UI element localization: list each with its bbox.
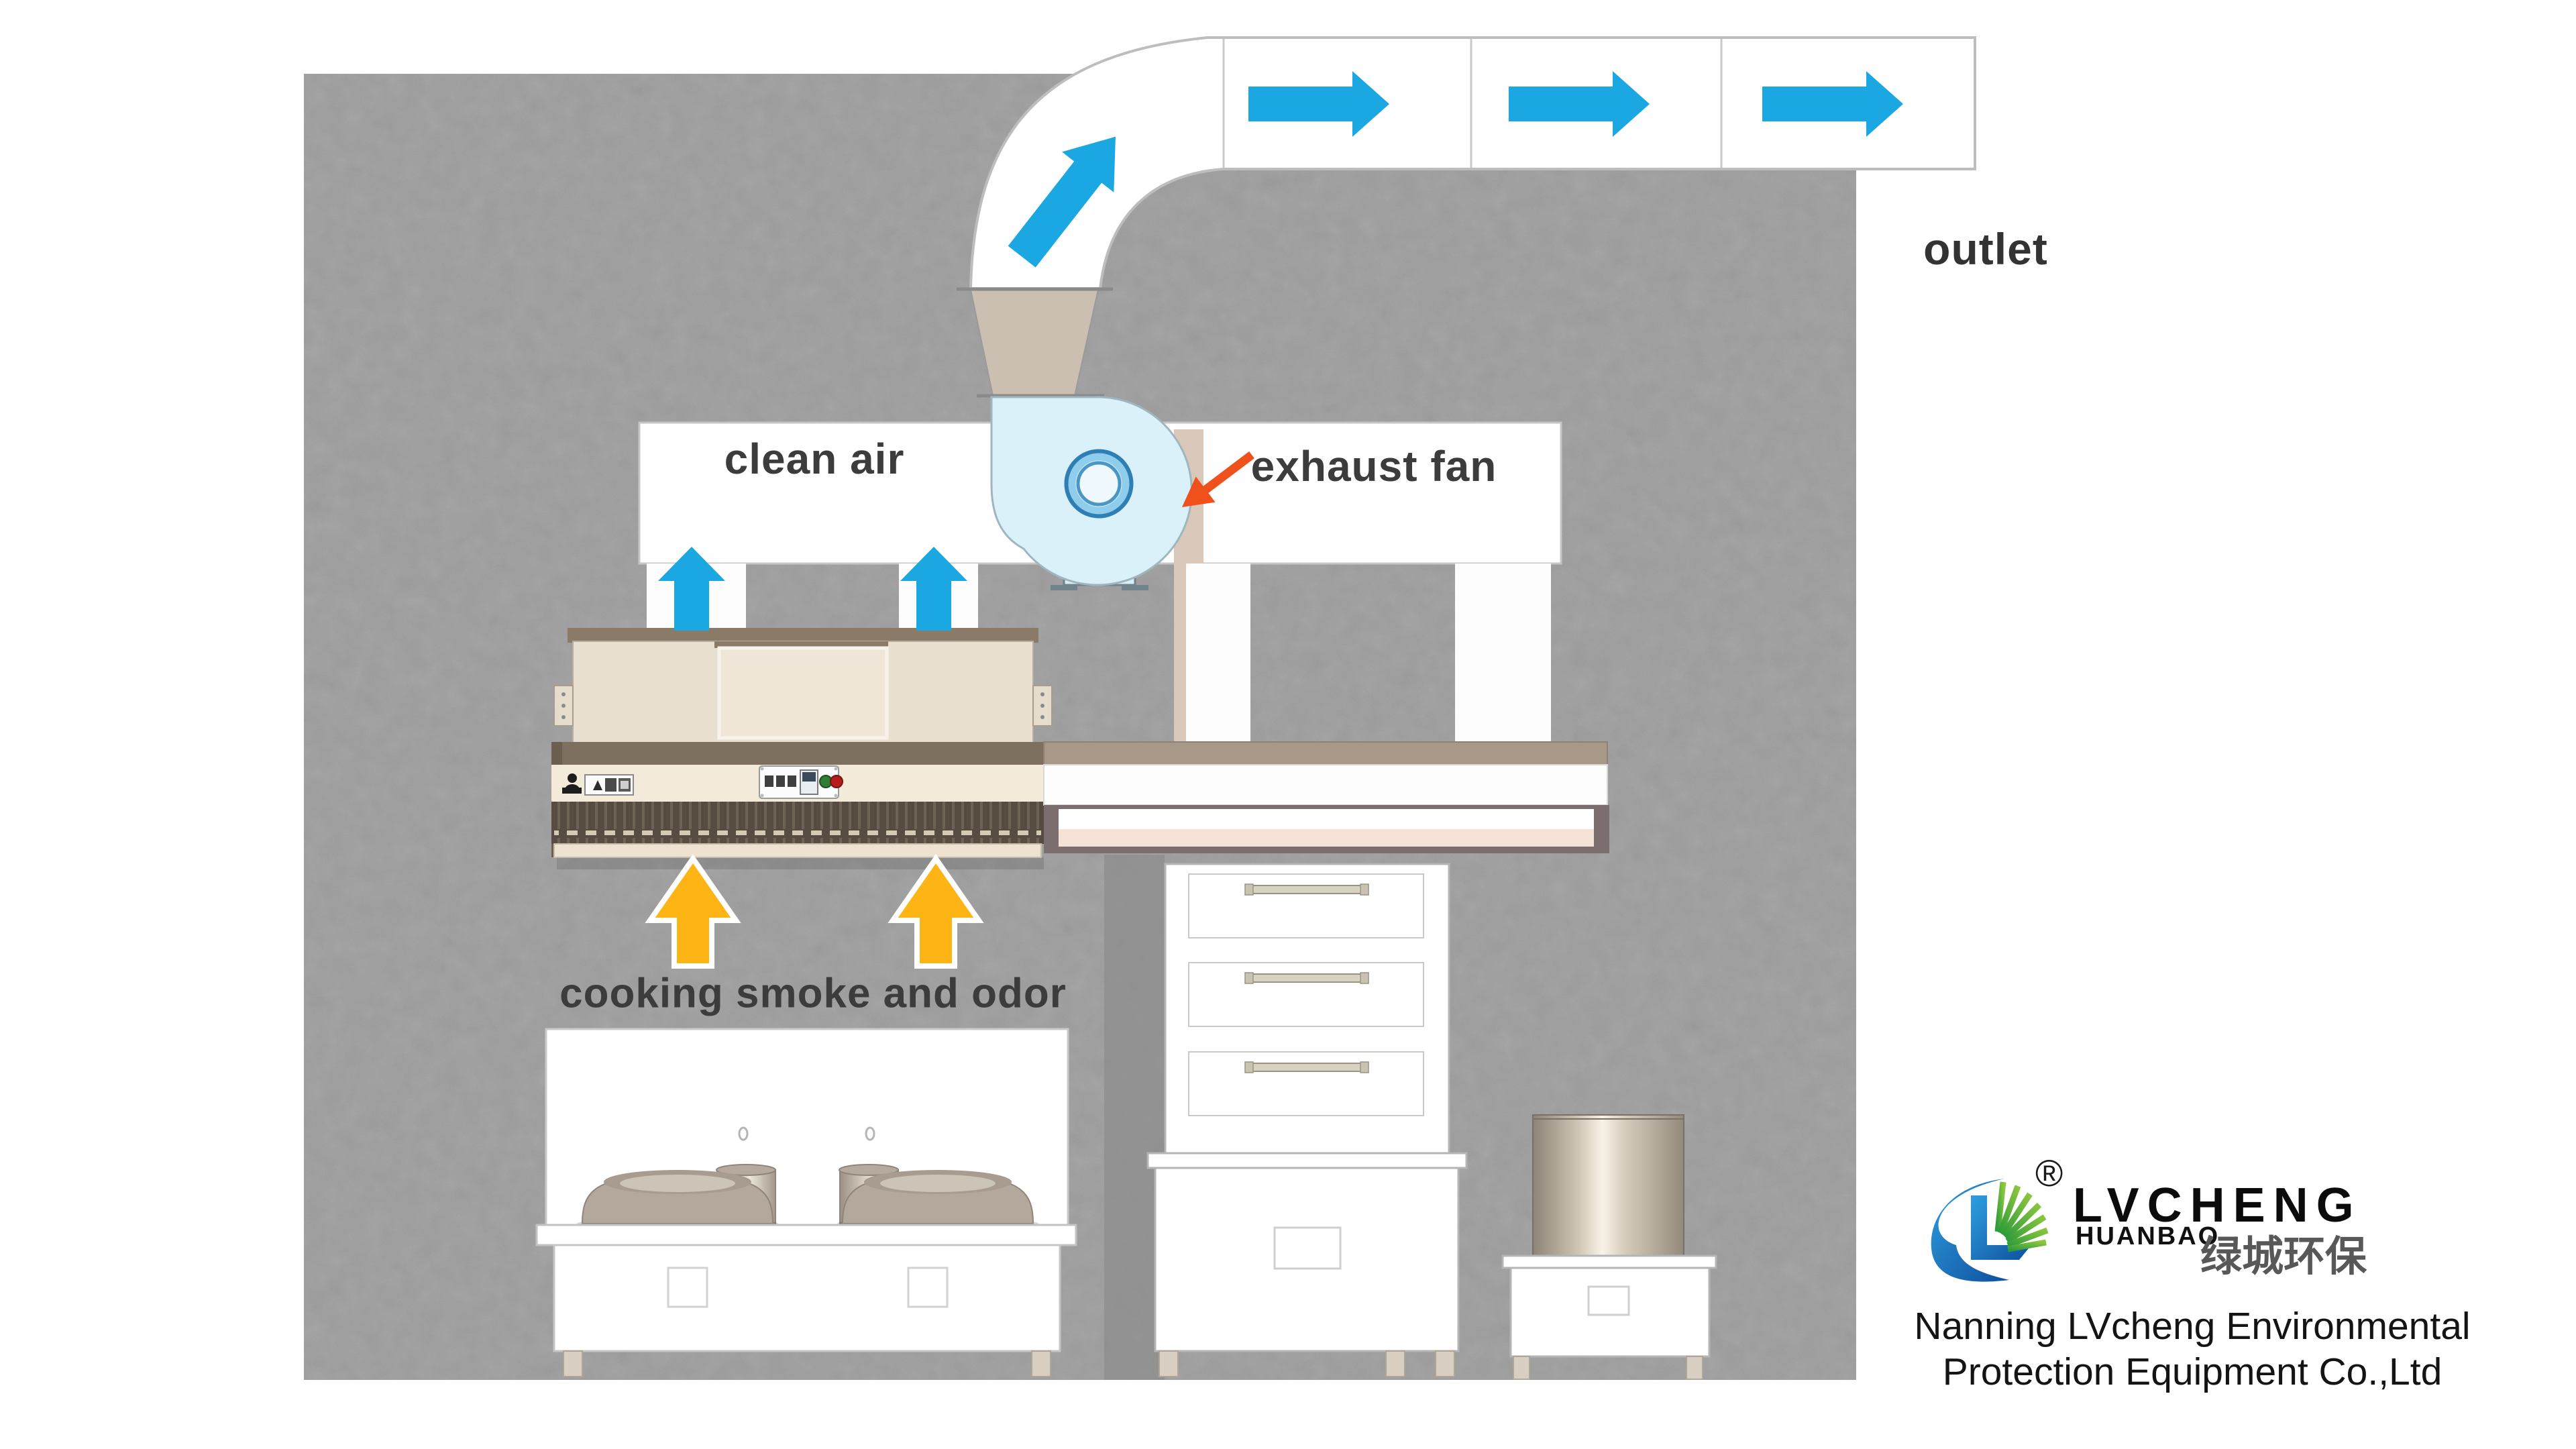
hood-bottom-lip xyxy=(553,843,1042,858)
fan-impeller-ring-inner xyxy=(1076,461,1122,506)
stock-pot-icon xyxy=(1501,1114,1717,1380)
smoke-arrow-1 xyxy=(645,853,741,969)
pot-stand-leg xyxy=(1686,1356,1703,1380)
range-knob-left xyxy=(738,1126,749,1141)
logo-chinese-text: 绿城环保 xyxy=(2200,1234,2367,1280)
airflow-arrow-elbow xyxy=(1008,136,1116,268)
hood-brown-band xyxy=(551,742,1044,765)
hood-grille-dashes xyxy=(554,829,1041,838)
drawer-3 xyxy=(1188,1051,1424,1116)
cabinet-leg xyxy=(1385,1350,1405,1377)
logo-rays xyxy=(1994,1181,2049,1252)
cabinet-base xyxy=(1154,1167,1460,1352)
drawer-cabinet-icon xyxy=(1146,863,1468,1377)
range-leg xyxy=(563,1350,583,1377)
pot-stand-body xyxy=(1509,1267,1711,1358)
counter-shelf-white xyxy=(1059,809,1594,829)
counter-shelf-cream xyxy=(1059,829,1594,847)
support-column-3 xyxy=(1186,564,1250,743)
counter-top xyxy=(1043,741,1608,765)
exhaust-duct-icon xyxy=(957,36,1976,398)
logo-subbrand-text: HUANBAO xyxy=(2076,1222,2220,1250)
airflow-arrow-right-3 xyxy=(1762,71,1903,137)
hood-center-panel xyxy=(717,646,889,740)
range-leg xyxy=(1031,1350,1051,1377)
hood-hinge-right xyxy=(1032,685,1053,727)
registered-trademark-icon: ® xyxy=(2035,1152,2063,1194)
logo-icon xyxy=(1931,1179,2049,1282)
esp-hood-icon xyxy=(551,628,1053,858)
airflow-arrow-right-1 xyxy=(1248,71,1389,137)
drawer-2 xyxy=(1188,962,1424,1027)
cabinet-leg xyxy=(1435,1350,1455,1377)
callout-arrow xyxy=(1182,451,1254,507)
range-door-right xyxy=(907,1267,949,1308)
drawer-handle xyxy=(1247,885,1366,894)
hood-center-rail xyxy=(714,641,888,648)
smoke-arrow-2 xyxy=(888,853,984,969)
hood-top-bar xyxy=(568,628,1038,643)
pot-stand-vent xyxy=(1587,1285,1630,1316)
fan-impeller-ring-mid xyxy=(1068,453,1130,515)
exhaust-fan-label: exhaust fan xyxy=(1250,442,1497,490)
logo-letter-l xyxy=(1971,1195,2031,1260)
pot-cylinder xyxy=(1532,1114,1684,1256)
range-door-left xyxy=(667,1267,708,1308)
drawer-handle xyxy=(1247,1063,1366,1072)
range-ledge xyxy=(535,1224,1077,1246)
company-name-line1: Nanning LVcheng Environmental xyxy=(1914,1305,2471,1348)
cooking-range-icon xyxy=(535,1028,1077,1377)
company-name-line2: Protection Equipment Co.,Ltd xyxy=(1942,1350,2443,1393)
clean-air-arrows xyxy=(658,547,967,631)
wok-right xyxy=(837,1164,1038,1230)
clean-air-arrow-1 xyxy=(658,547,725,631)
airflow-arrow-right-2 xyxy=(1509,71,1650,137)
drawer-1 xyxy=(1188,873,1424,938)
logo-swoosh-outer xyxy=(1931,1179,2009,1282)
drawer-handle xyxy=(1247,973,1366,983)
outlet-label: outlet xyxy=(1923,224,2048,274)
warning-label-icon xyxy=(584,774,634,796)
control-panel-icon xyxy=(759,765,843,799)
fan-impeller-ring-outer xyxy=(1064,449,1134,519)
prep-counter xyxy=(1043,741,1609,853)
counter-apron xyxy=(1043,764,1608,806)
logo-brand-text: LVCHENG xyxy=(2073,1179,2362,1232)
pot-stand-lip xyxy=(1501,1254,1717,1269)
clean-air-label: clean air xyxy=(724,435,905,483)
cooking-smoke-label: cooking smoke and odor xyxy=(559,970,1067,1017)
cabinet-vent xyxy=(1273,1226,1342,1270)
clean-air-arrow-2 xyxy=(900,547,967,631)
smoke-arrows xyxy=(645,853,984,969)
hood-hinge-left xyxy=(553,685,574,727)
pot-stand-leg xyxy=(1513,1356,1530,1380)
support-column-4 xyxy=(1455,564,1551,743)
exhaust-fan-icon xyxy=(990,396,1193,590)
fan-foot-left xyxy=(1051,585,1077,590)
cabinet-leg xyxy=(1159,1350,1179,1377)
range-knob-right xyxy=(865,1126,875,1141)
panel-stop-button xyxy=(830,775,843,788)
hood-shadow xyxy=(557,857,1044,869)
range-body xyxy=(553,1244,1061,1352)
operator-icon xyxy=(562,773,582,794)
cabinet-base-lip xyxy=(1146,1152,1468,1169)
fan-foot-right xyxy=(1122,585,1148,590)
duct-body xyxy=(969,36,1976,290)
